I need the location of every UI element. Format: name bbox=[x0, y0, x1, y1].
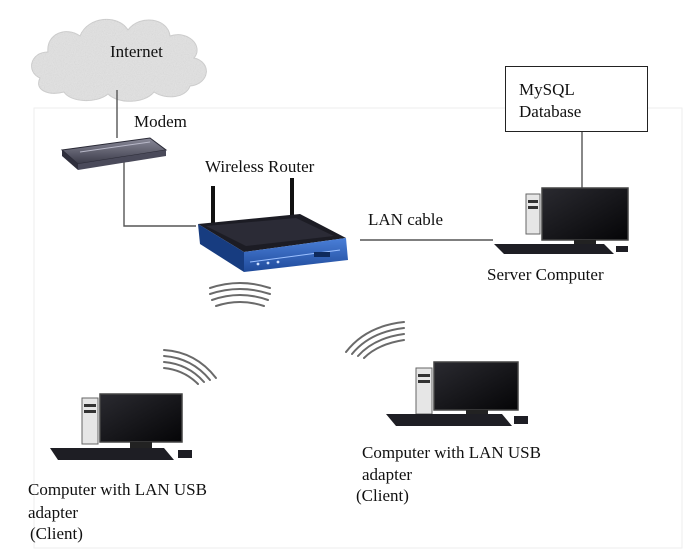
server-computer-label: Server Computer bbox=[487, 265, 604, 284]
wireless-router-label: Wireless Router bbox=[205, 157, 315, 176]
internet-label: Internet bbox=[110, 42, 163, 61]
modem-label: Modem bbox=[134, 112, 187, 131]
client-left-label: Computer with LAN USB adapter bbox=[28, 480, 207, 522]
frame-outline bbox=[33, 107, 683, 549]
lan-cable-label: LAN cable bbox=[368, 210, 444, 229]
modem-icon bbox=[60, 137, 168, 170]
client-right-role-label: (Client) bbox=[356, 486, 409, 505]
client-left-role-label: (Client) bbox=[30, 524, 83, 543]
client-right-label: Computer with LAN USB adapter bbox=[362, 443, 541, 484]
cloud-icon bbox=[31, 18, 207, 102]
wifi-signal-icon bbox=[209, 282, 271, 307]
desktop-computer-icon bbox=[494, 187, 629, 254]
router-antenna-right bbox=[290, 178, 294, 216]
database-label: MySQL Database bbox=[519, 80, 582, 121]
wifi-signal-icon bbox=[345, 321, 405, 359]
router-icon bbox=[198, 178, 348, 272]
modem-router-link bbox=[123, 162, 196, 227]
wifi-signal-icon bbox=[163, 349, 217, 385]
desktop-computer-icon bbox=[50, 393, 192, 460]
connection-lines bbox=[116, 90, 583, 241]
desktop-computer-icon bbox=[386, 361, 528, 426]
database-box: MySQL Database bbox=[505, 66, 648, 132]
router-antenna-left bbox=[211, 186, 215, 226]
